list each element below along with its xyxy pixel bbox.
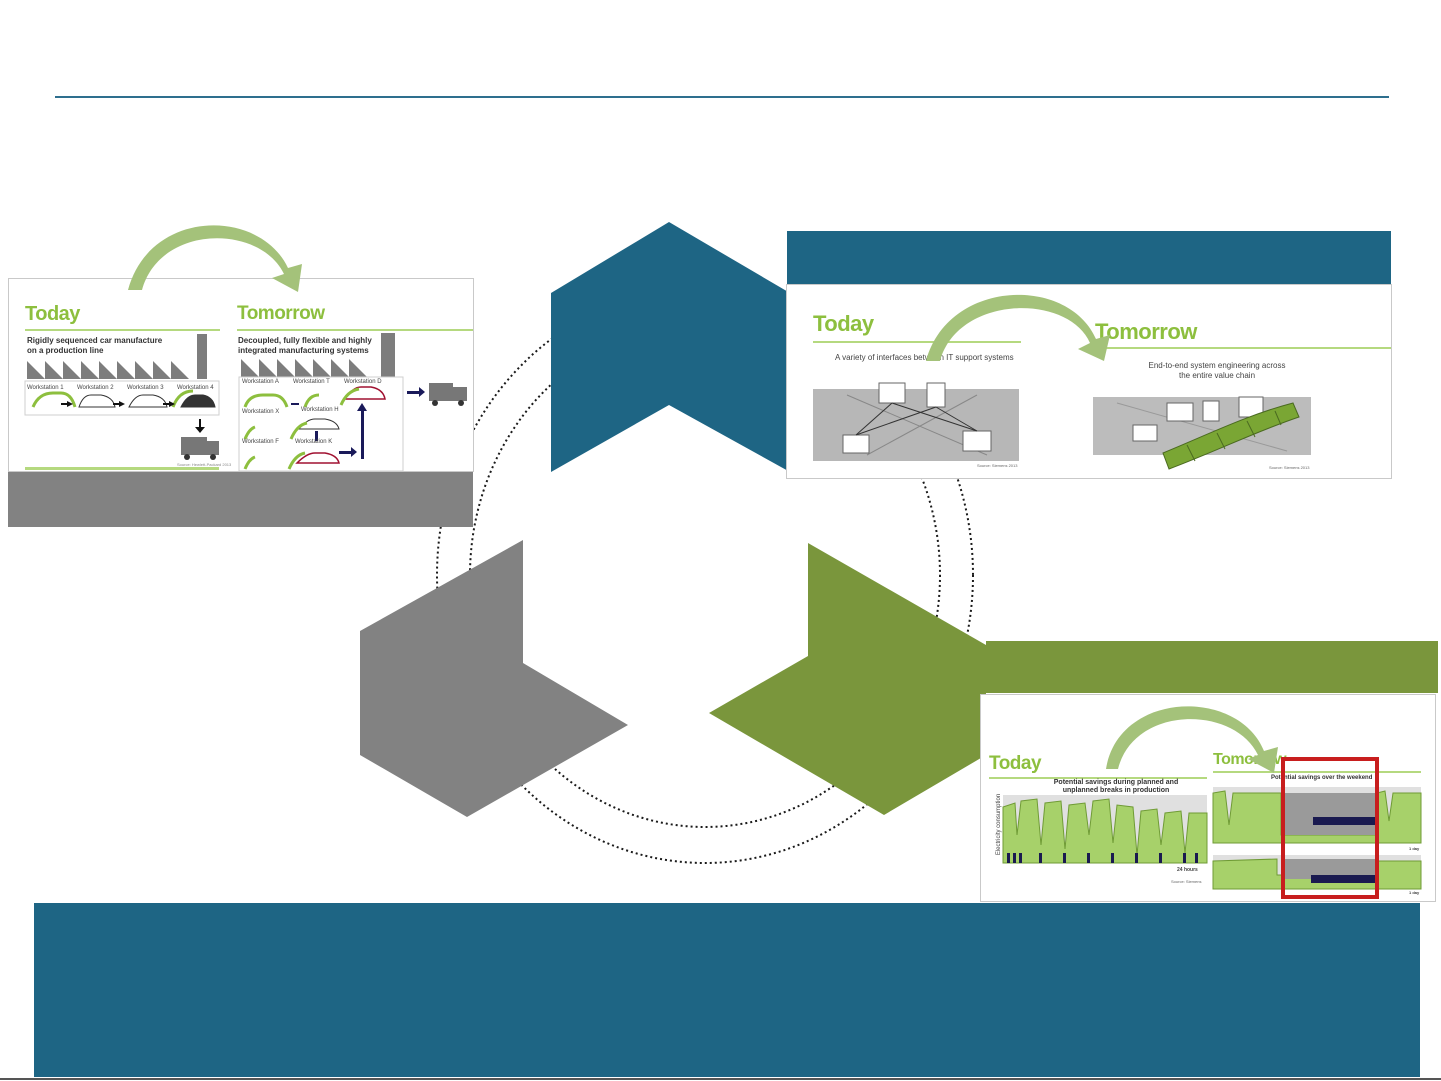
today-rule (813, 341, 1021, 343)
dotted-cycle-outer (436, 286, 974, 864)
panel-energy-today-label: Today (989, 753, 1042, 774)
panel-production-today-label: Today (25, 303, 80, 325)
transition-arrow-icon (128, 225, 302, 292)
panel-engineering-tomorrow-label: Tomorrow (1095, 319, 1197, 344)
source-note: Source: Hewlett-Packard 2013 (177, 462, 232, 467)
axis-label: 1 day (1409, 890, 1420, 895)
dotted-cycle-inner (469, 322, 941, 828)
panel-engineering: Today A variety of interfaces between IT… (786, 284, 1392, 479)
tomorrow-rule (1213, 771, 1421, 773)
workstation-label: Workstation K (295, 439, 333, 445)
workstation-label: Workstation T (293, 379, 330, 385)
today-caption: Potential savings during planned and unp… (1053, 779, 1179, 794)
today-rule (25, 329, 220, 331)
footer-rule (0, 1078, 1441, 1080)
panel-production: Today Rigidly sequenced car manufacture … (8, 278, 474, 472)
label-bar-blue (787, 231, 1391, 284)
tomorrow-caption: End-to-end system engineering across the… (1148, 361, 1286, 380)
label-bar-green (986, 641, 1438, 693)
workstation-label: Workstation H (301, 407, 339, 413)
transition-arrow-icon (1106, 706, 1278, 773)
tomorrow-rule (237, 329, 473, 331)
panel-energy: Today Potential savings during planned a… (980, 694, 1436, 902)
energy-charts (1002, 757, 1422, 899)
workstation-label: Workstation A (242, 379, 279, 385)
tomorrow-caption: Potential savings over the weekend (1271, 775, 1373, 781)
source-note: Source: Siemens 2013 (977, 463, 1018, 468)
axis-label: Electricity consumption (996, 793, 1003, 856)
axis-label: 1 day (1409, 846, 1420, 851)
today-caption: Rigidly sequenced car manufacture on a p… (27, 336, 163, 355)
today-rule (989, 777, 1207, 779)
source-note: Source: Siemens (1171, 879, 1202, 884)
workstation-label: Workstation D (344, 379, 382, 385)
workstation-label: Workstation 4 (177, 385, 214, 391)
workstation-label: Workstation F (242, 439, 279, 445)
factory-illustration (24, 333, 467, 471)
tomorrow-rule (1087, 347, 1391, 349)
hex-segment-gray (360, 540, 628, 817)
hex-segment-blue (551, 222, 790, 472)
header-rule (55, 96, 1389, 98)
transition-arrow-icon (926, 294, 1110, 361)
today-caption: A variety of interfaces between IT suppo… (835, 353, 1014, 362)
hex-segment-green (709, 543, 986, 815)
panel-engineering-today-label: Today (813, 311, 874, 336)
source-note: Source: Siemens 2013 (1269, 465, 1310, 470)
axis-label: 24 hours (1177, 867, 1198, 873)
workstation-label: Workstation X (242, 409, 280, 415)
workstation-label: Workstation 3 (127, 385, 164, 391)
it-systems-illustration (813, 382, 1311, 470)
panel-production-tomorrow-label: Tomorrow (237, 303, 325, 324)
workstation-label: Workstation 2 (77, 385, 114, 391)
tomorrow-caption: Decoupled, fully flexible and highly int… (238, 336, 372, 355)
summary-banner (34, 903, 1420, 1077)
workstation-label: Workstation 1 (27, 385, 64, 391)
label-bar-gray (8, 472, 473, 527)
